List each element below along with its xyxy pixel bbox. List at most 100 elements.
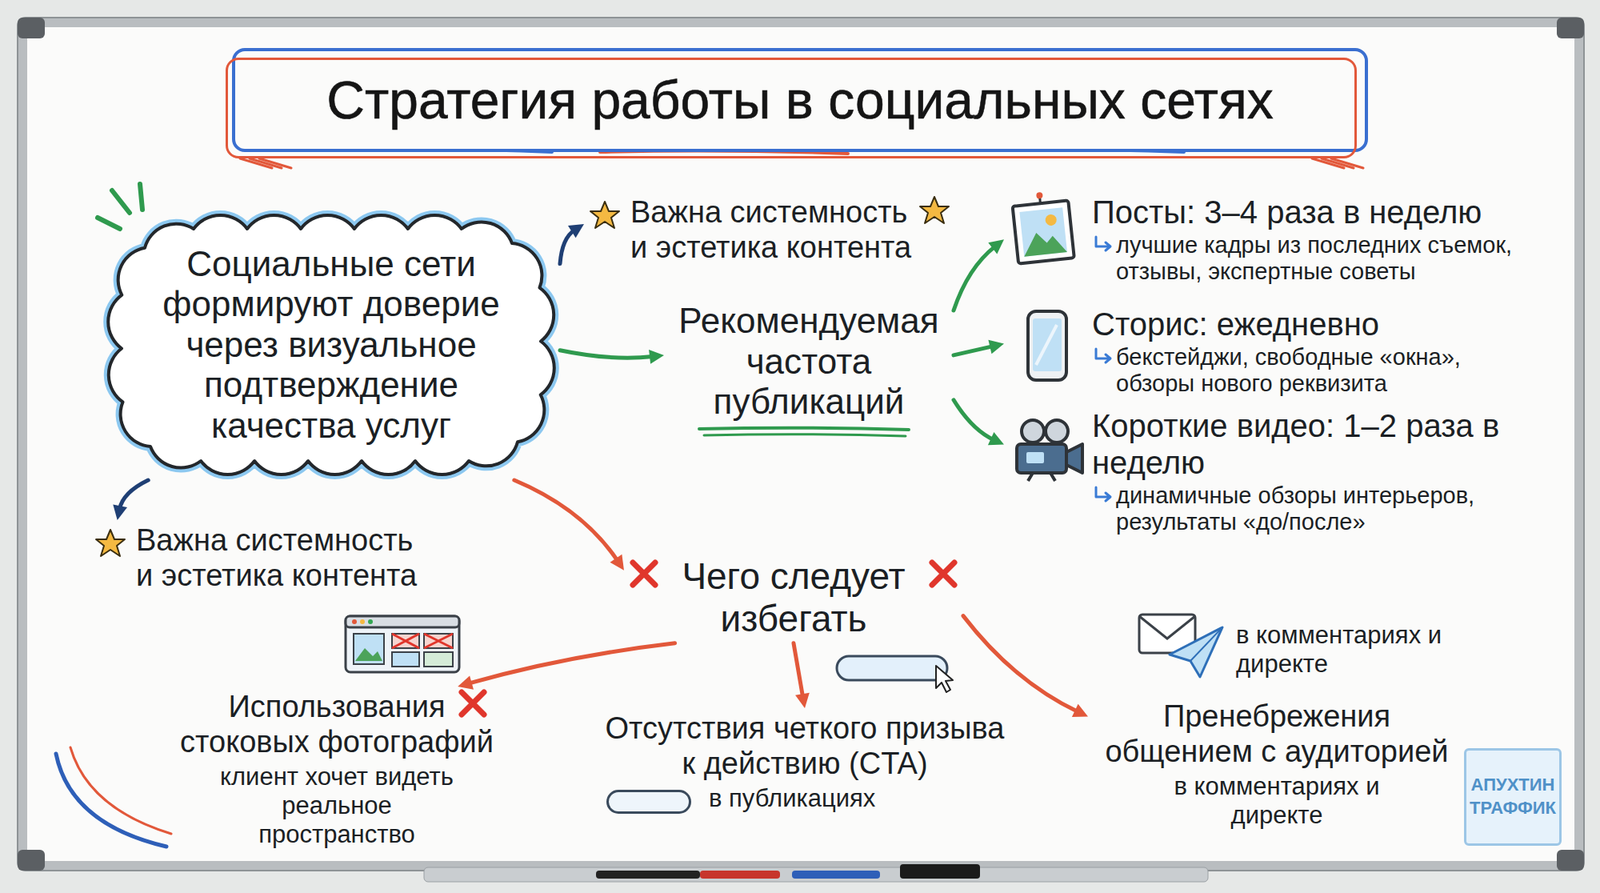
decor-shape [97,217,120,229]
decor-shape [1028,472,1056,481]
arrow-head [795,692,810,708]
arrow-head [648,349,664,364]
node-heading: Рекомендуемая частота публикаций [668,300,949,423]
note-text: Важна системность и эстетика контента [584,192,932,268]
whiteboard [17,17,1584,882]
node-heading: Сторис: ежедневно [1092,305,1540,343]
connector-line [514,480,618,561]
decor-shape [352,619,357,624]
node-heading: Посты: 3–4 раза в неделю [1092,193,1564,231]
arrow-head [457,675,474,689]
connector-line [119,480,148,509]
avoid-item: Отсутствия четкого призыва к действию (C… [592,708,1018,817]
phone-icon [1024,308,1070,383]
decor-shape [345,616,460,628]
decor-shape [1024,308,1070,383]
decor-shape [1556,849,1584,871]
frequency-item: Сторис: ежедневнобекстейджи, свободные «… [1004,302,1545,401]
connector-line [793,643,804,697]
hub-text: Рекомендуемая частота публикаций [664,297,954,426]
arrow-head [568,224,584,238]
decor-shape [590,201,620,228]
text-row: бекстейджи, свободные «окна», обзоры нов… [1092,344,1540,398]
decor-shape [900,864,980,879]
uline-icon [696,425,912,439]
avoid-item: Использования стоковых фотографийклиент … [164,686,510,852]
cloud-node: Социальные сети формируют доверие через … [102,209,560,480]
decor-shape [627,556,661,591]
hook-arrow-line [1096,236,1111,251]
decor-shape [345,616,460,672]
decor-shape [1016,444,1067,473]
decor-shape [932,562,955,585]
connector-line [963,616,1078,712]
connector-line [560,230,575,264]
x-icon [456,686,490,720]
connector-line [953,246,996,311]
decor-shape [96,529,125,556]
frequency-item: Посты: 3–4 раза в неделюлучшие кадры из … [1004,190,1569,289]
node-heading: Важна системность и эстетика контента [136,523,432,593]
avoid-item: Пренебрежения общением с аудиториейв ком… [1088,696,1466,833]
decor-shape [240,158,292,168]
decor-shape [1066,444,1083,473]
node-heading: Отсутствия четкого призыва к действию (C… [596,711,1013,781]
decor-shape [1007,190,1080,268]
decor-shape [70,747,172,834]
decor-shape [1190,627,1223,661]
title-box: Стратегия работы в социальных сетях [232,48,1368,152]
decor-shape [112,190,130,213]
title-text: Стратегия работы в социальных сетях [326,69,1273,131]
x-icon [926,556,960,591]
corner-swoosh [56,747,172,847]
cta-button-icon [836,656,953,692]
decor-shape [368,619,373,624]
decor-shape [56,753,167,847]
connector [514,480,624,571]
decor-shape [1028,311,1067,380]
decor-shape [1026,452,1044,464]
decor-shape [17,17,45,39]
decor-shape [424,867,1208,882]
decor-shape [392,633,420,648]
node-heading: Важна системность и эстетика контента [630,195,927,265]
arrow-head [1072,704,1088,717]
decor-shape [792,870,880,879]
decor-shape [94,528,127,559]
decor-shape [360,619,365,624]
decor-shape [392,633,420,648]
decor-shape [27,27,1575,861]
decor-shape [456,686,490,720]
decor-shape [424,652,453,667]
node-body: в публикациях [708,784,1013,813]
decor-shape [704,433,906,436]
star-icon [588,200,621,231]
decor-shape [1139,616,1196,639]
node-heading: Чего следует избегать [665,555,922,640]
hook-arrow-line [1096,348,1111,363]
decor-shape [1032,318,1062,372]
decor-shape [836,656,948,680]
decor-shape [920,196,949,224]
decor-shape [17,17,1584,871]
cloud-halo [108,215,555,475]
decor-shape [696,425,912,439]
hook-arrow [1092,485,1116,507]
photo-icon [1007,190,1080,268]
connector [793,643,810,708]
decor-shape [1036,192,1044,200]
decor-shape [1019,207,1068,256]
arrow-head [988,340,1004,355]
cloud-outline [108,215,555,475]
note-label: в комментариях и директе [1236,620,1444,678]
decor-shape [461,692,484,715]
connector [112,480,148,520]
decor-shape [17,849,45,871]
node-body: лучшие кадры из последних съемок, отзывы… [1116,232,1564,286]
note-text: Важна системность и эстетика контента [89,520,437,596]
watermark: АПУХТИН ТРАФФИК [1464,748,1562,846]
node-body: динамичные обзоры интерьеров, результаты… [1116,482,1516,536]
message-icons [1139,614,1223,677]
